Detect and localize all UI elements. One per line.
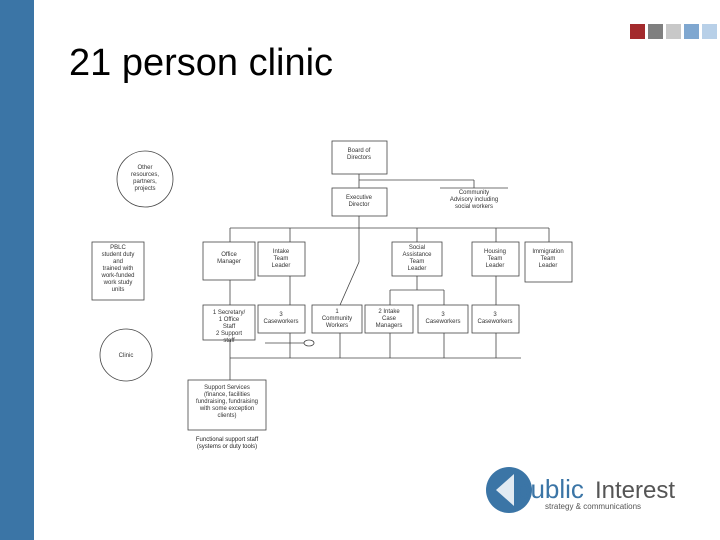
secretaries-label: 1 Secretary/ bbox=[213, 310, 246, 316]
other-resources-label: projects bbox=[134, 186, 155, 192]
accent-square bbox=[684, 24, 699, 39]
intake-team-label: Team bbox=[274, 256, 289, 262]
connector-node bbox=[303, 339, 315, 347]
community-advisory-label: Community bbox=[459, 190, 489, 196]
executive-label: Director bbox=[348, 202, 369, 208]
secretaries-label: 2 Support bbox=[216, 331, 242, 337]
pblc-label: and bbox=[113, 259, 123, 265]
pblc-label: work study bbox=[103, 280, 133, 286]
caseworkers-a-box bbox=[257, 304, 306, 334]
left-accent-bar bbox=[0, 0, 34, 540]
secretaries-label: staff bbox=[223, 338, 235, 344]
community-workers-label: Community bbox=[322, 316, 352, 322]
support-services-label: fundraising, fundraising bbox=[196, 399, 258, 405]
logo-brand-interest: Interest bbox=[595, 477, 675, 504]
immigration-team-label: Leader bbox=[539, 263, 558, 269]
functional-caption-label: Functional support staff bbox=[196, 437, 259, 443]
support-services-box bbox=[187, 379, 267, 431]
caseworkers-b-box bbox=[417, 304, 469, 334]
social-assistance-label: Assistance bbox=[402, 252, 432, 258]
office-manager-label: Office bbox=[221, 252, 237, 258]
clinic-circle bbox=[99, 328, 153, 382]
accent-square bbox=[702, 24, 717, 39]
caseworkers-b-label: Caseworkers bbox=[425, 319, 460, 325]
case-managers-label: 2 Intake bbox=[378, 309, 400, 315]
immigration-team-label: Immigration bbox=[532, 249, 563, 255]
accent-square bbox=[666, 24, 681, 39]
immigration-team-label: Team bbox=[541, 256, 556, 262]
caseworkers-c-label: Caseworkers bbox=[477, 319, 512, 325]
functional-caption-label: (systems or duty tools) bbox=[197, 444, 257, 450]
support-services-label: clients) bbox=[217, 413, 236, 419]
intake-team-label: Intake bbox=[273, 249, 290, 255]
slide-title: 21 person clinic bbox=[69, 42, 334, 84]
pblc-label: trained with bbox=[103, 266, 134, 272]
housing-team-box bbox=[471, 241, 520, 277]
logo-tagline: strategy & communications bbox=[545, 502, 641, 511]
housing-team-label: Housing bbox=[484, 249, 506, 255]
clinic-label: Clinic bbox=[119, 353, 134, 359]
board-box bbox=[331, 140, 388, 175]
accent-square bbox=[630, 24, 645, 39]
office-manager-box bbox=[202, 241, 256, 281]
node-boxes bbox=[91, 140, 573, 431]
executive-label: Executive bbox=[346, 195, 373, 201]
other-resources-label: partners, bbox=[133, 179, 157, 185]
caseworkers-c-label: 3 bbox=[493, 312, 497, 318]
support-services-label: with some exception bbox=[199, 406, 254, 412]
community-workers-label: 1 bbox=[335, 309, 339, 315]
caseworkers-b-label: 3 bbox=[441, 312, 445, 318]
housing-team-label: Leader bbox=[486, 263, 505, 269]
board-label: Directors bbox=[347, 155, 371, 161]
board-label: Board of bbox=[348, 148, 371, 154]
case-managers-label: Case bbox=[382, 316, 397, 322]
accent-square bbox=[648, 24, 663, 39]
social-assistance-box bbox=[391, 241, 443, 277]
case-managers-box bbox=[364, 304, 414, 334]
public-interest-logo: public Interest strategy & communication… bbox=[486, 467, 675, 513]
node-labels: Board ofDirectorsExecutiveDirectorCommun… bbox=[100, 148, 563, 450]
community-workers-box bbox=[311, 304, 363, 334]
social-assistance-label: Leader bbox=[408, 266, 427, 272]
case-managers-label: Managers bbox=[376, 323, 403, 329]
office-manager-label: Manager bbox=[217, 259, 241, 265]
secretaries-label: 1 Office bbox=[219, 317, 240, 323]
logo-brand-public: public bbox=[516, 474, 584, 504]
immigration-team-box bbox=[524, 241, 573, 283]
community-workers-label: Workers bbox=[326, 323, 348, 329]
community-advisory-label: social workers bbox=[455, 204, 493, 210]
caseworkers-c-box bbox=[471, 304, 520, 334]
accent-squares bbox=[630, 24, 717, 39]
pblc-label: work-funded bbox=[100, 273, 134, 279]
executive-box bbox=[331, 187, 388, 217]
housing-team-label: Team bbox=[488, 256, 503, 262]
pblc-label: units bbox=[112, 287, 125, 293]
support-services-label: (finance, facilities bbox=[204, 392, 250, 398]
other-resources-circle bbox=[116, 150, 174, 208]
pblc-label: PBLC bbox=[110, 245, 126, 251]
support-services-label: Support Services bbox=[204, 385, 250, 391]
caseworkers-a-label: Caseworkers bbox=[263, 319, 298, 325]
pblc-label: student duty bbox=[102, 252, 135, 258]
caseworkers-a-label: 3 bbox=[279, 312, 283, 318]
logo-play-icon bbox=[496, 474, 514, 506]
other-resources-label: Other bbox=[137, 165, 152, 171]
social-assistance-label: Social bbox=[409, 245, 425, 251]
secretaries-box bbox=[202, 304, 256, 341]
secretaries-label: Staff bbox=[223, 324, 236, 330]
other-resources-label: resources, bbox=[131, 172, 159, 178]
community-advisory-label: Advisory including bbox=[450, 197, 498, 203]
intake-team-box bbox=[257, 241, 306, 277]
pblc-box bbox=[91, 241, 145, 301]
intake-team-label: Leader bbox=[272, 263, 291, 269]
connector-lines bbox=[229, 174, 550, 380]
social-assistance-label: Team bbox=[410, 259, 425, 265]
